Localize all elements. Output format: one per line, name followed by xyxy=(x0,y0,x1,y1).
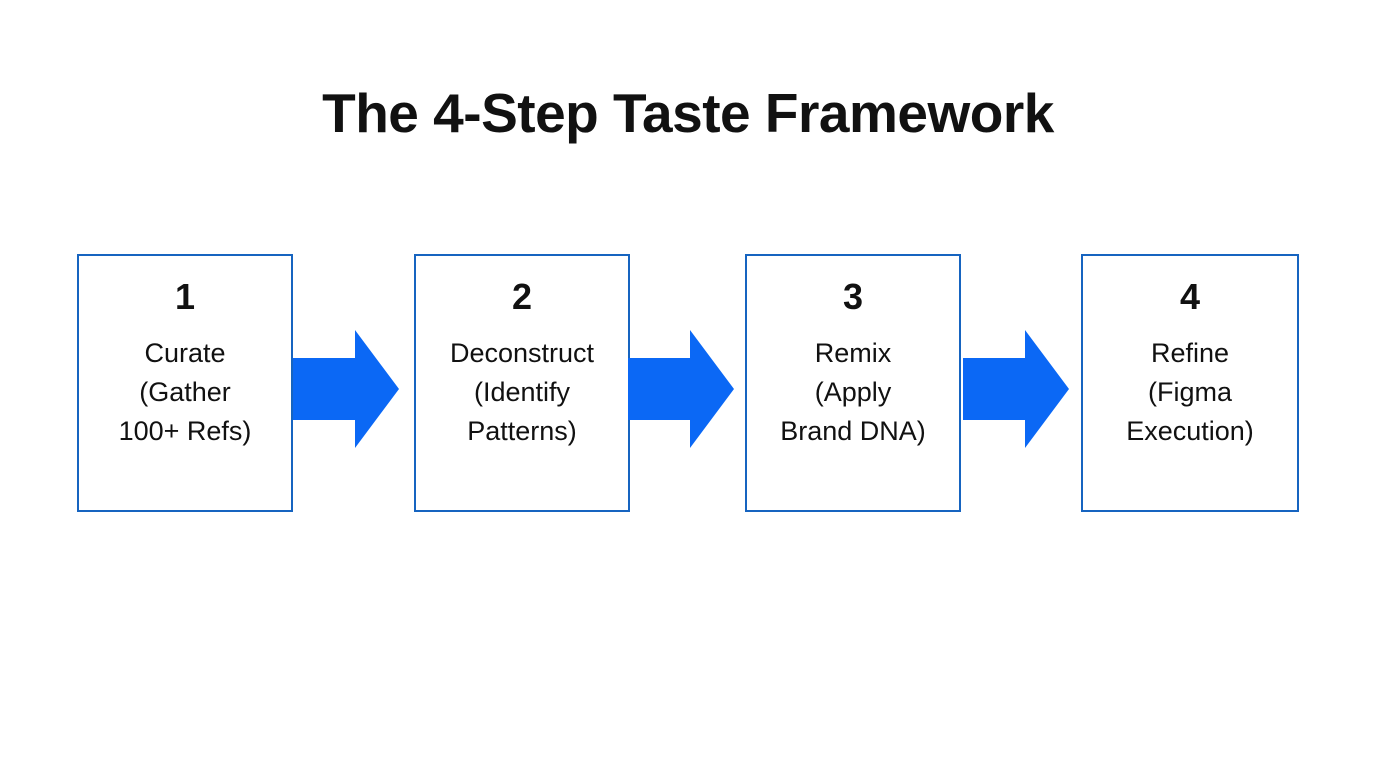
step-label-4: Refine (Figma Execution) xyxy=(1126,337,1254,446)
arrow-right-icon-2 xyxy=(628,330,734,448)
arrow-right-icon-3 xyxy=(963,330,1069,448)
process-flow-diagram: 1 Curate (Gather 100+ Refs) 2 Deconstruc… xyxy=(77,254,1299,512)
step-number-3: 3 xyxy=(842,276,864,317)
arrow-right-icon-1 xyxy=(293,330,399,448)
step-label-2: Deconstruct (Identify Patterns) xyxy=(449,337,595,446)
step-box-3[interactable]: 3 Remix (Apply Brand DNA) xyxy=(745,254,961,512)
step-box-2[interactable]: 2 Deconstruct (Identify Patterns) xyxy=(414,254,630,512)
step-number-4: 4 xyxy=(1179,276,1201,317)
step-number-1: 1 xyxy=(174,276,196,317)
step-label-3: Remix (Apply Brand DNA) xyxy=(780,337,926,446)
page-title: The 4-Step Taste Framework xyxy=(322,82,1054,144)
step-number-2: 2 xyxy=(511,276,533,317)
step-label-1: Curate (Gather 100+ Refs) xyxy=(118,337,252,446)
step-box-1[interactable]: 1 Curate (Gather 100+ Refs) xyxy=(77,254,293,512)
step-box-4[interactable]: 4 Refine (Figma Execution) xyxy=(1081,254,1299,512)
